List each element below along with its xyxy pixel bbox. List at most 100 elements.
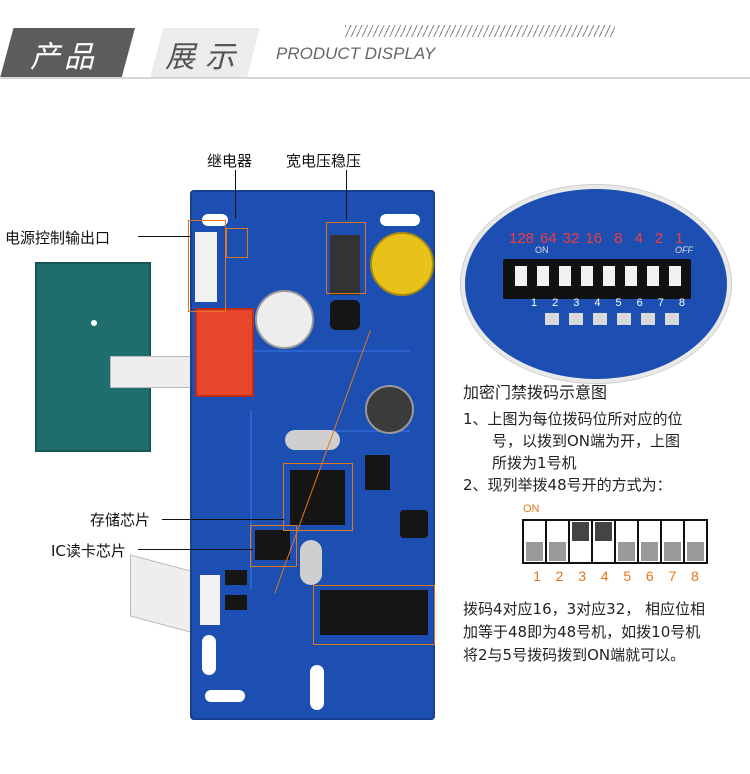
highlight-relay (226, 228, 248, 258)
example-on-label: ON (523, 503, 540, 515)
switch-number: 8 (678, 297, 685, 309)
example-switch-7 (662, 521, 683, 562)
mount-slot (202, 635, 216, 675)
bit-value-row: 128 64 32 16 8 4 2 1 (509, 230, 683, 247)
example-switch-number: 7 (668, 568, 677, 584)
bit-value: 4 (634, 230, 643, 247)
dip-lever (647, 266, 659, 286)
bit-value: 64 (540, 230, 557, 247)
instruction-line: 1、上图为每位拨码位所对应的位 (463, 410, 683, 428)
highlight-power-output (188, 220, 226, 312)
pcb-board (188, 190, 435, 720)
power-output-connector (195, 232, 217, 302)
highlight-storage-chip (283, 463, 353, 531)
highlight-regulator (326, 222, 366, 294)
callout-power-output: 电源控制输出口 (5, 229, 111, 247)
example-switch-3 (570, 521, 591, 562)
switch-number: 5 (615, 297, 622, 309)
dip-lever (603, 266, 615, 286)
header-divider (0, 77, 750, 79)
example-switch-6 (639, 521, 660, 562)
inductor-component (330, 300, 360, 330)
example-switch-2 (547, 521, 568, 562)
highlight-ic-reader (250, 525, 297, 567)
reader-connector (200, 575, 220, 625)
switch-number: 2 (552, 297, 559, 309)
example-switch-8 (685, 521, 706, 562)
tact-switch (400, 510, 428, 538)
example-switch-number: 3 (578, 568, 587, 584)
instruction-line: 2、现列举拨48号开的方式为： (463, 476, 672, 494)
example-switch-knob (687, 542, 704, 561)
example-switch-1 (524, 521, 545, 562)
antenna-cable (110, 356, 202, 388)
switch-number: 3 (573, 297, 580, 309)
mount-slot (310, 665, 324, 710)
zoom-switch-numbers: 1 2 3 4 5 6 7 8 (531, 297, 685, 309)
ic-reader-chip-component (255, 530, 290, 560)
header-dark-block (0, 28, 135, 78)
bit-value: 16 (585, 230, 603, 247)
note-line: 将2与5号拨码拨到ON端就可以。 (463, 646, 686, 664)
mount-slot (380, 214, 420, 226)
header-title-cn-1: 产品 (30, 40, 98, 75)
dip-lever (625, 266, 637, 286)
zoom-on-label: ON (535, 245, 549, 255)
highlight-dip-switch (313, 585, 435, 645)
zoom-off-label: OFF (675, 245, 693, 255)
dip-lever (537, 266, 549, 286)
header-title-cn-2: 展示 (165, 40, 245, 75)
note-line: 拨码4对应16，3对应32， 相应位相 (463, 600, 706, 618)
callout-relay: 继电器 (207, 152, 253, 170)
example-switch-knob (641, 542, 658, 561)
bit-value: 2 (654, 230, 664, 247)
header-title-en: PRODUCT DISPLAY (276, 44, 436, 63)
example-switch-knob (595, 522, 612, 541)
electrolytic-capacitor (365, 385, 414, 434)
dip-lever (669, 266, 681, 286)
example-switch-number: 8 (691, 568, 699, 584)
crystal-component (285, 430, 340, 450)
bit-value: 128 (509, 230, 535, 247)
note-line: 加等于48即为48号机，如拨10号机 (463, 623, 701, 641)
bit-value: 8 (614, 230, 623, 247)
example-switch-knob (526, 542, 543, 561)
mount-slot (205, 690, 245, 702)
switch-number: 7 (657, 297, 664, 309)
example-switch-knob (618, 542, 635, 561)
relay-component (195, 308, 254, 397)
example-switch-knob (549, 542, 566, 561)
callout-ic-reader-chip: IC读卡芯片 (51, 542, 126, 560)
example-switch-number: 1 (533, 568, 541, 584)
header-slash-decoration (345, 25, 615, 37)
instructions-title: 加密门禁拨码示意图 (463, 383, 608, 402)
dip-lever (559, 266, 571, 286)
switch-number: 4 (594, 297, 601, 309)
example-switch-knob (664, 542, 681, 561)
header-light-block (150, 28, 260, 78)
crystal-component-2 (300, 540, 322, 585)
example-dip-switch (522, 519, 708, 564)
example-switch-knob (572, 522, 589, 541)
battery-component (370, 232, 434, 296)
bit-value: 1 (675, 230, 684, 247)
switch-number: 1 (531, 297, 538, 309)
callout-regulator: 宽电压稳压 (286, 152, 362, 170)
dip-lever (515, 266, 527, 286)
switch-number: 6 (636, 297, 643, 309)
example-switch-number: 6 (645, 568, 654, 584)
dip-lever (581, 266, 593, 286)
small-ic (365, 455, 390, 490)
instruction-line: 所拨为1号机 (492, 454, 577, 472)
example-switch-5 (616, 521, 637, 562)
example-switch-number: 2 (555, 568, 564, 584)
storage-chip-component (290, 470, 345, 525)
dip-switch-zoom: 128 64 32 16 8 4 2 1 ON OFF 1 2 3 4 5 6 … (461, 185, 731, 383)
example-switch-number: 4 (600, 568, 609, 584)
example-switch-number: 5 (623, 568, 632, 584)
buzzer-component (255, 290, 314, 349)
antenna-mount-hole (91, 320, 97, 326)
callout-storage-chip: 存储芯片 (90, 511, 151, 529)
zoom-dip-switch (503, 259, 691, 299)
